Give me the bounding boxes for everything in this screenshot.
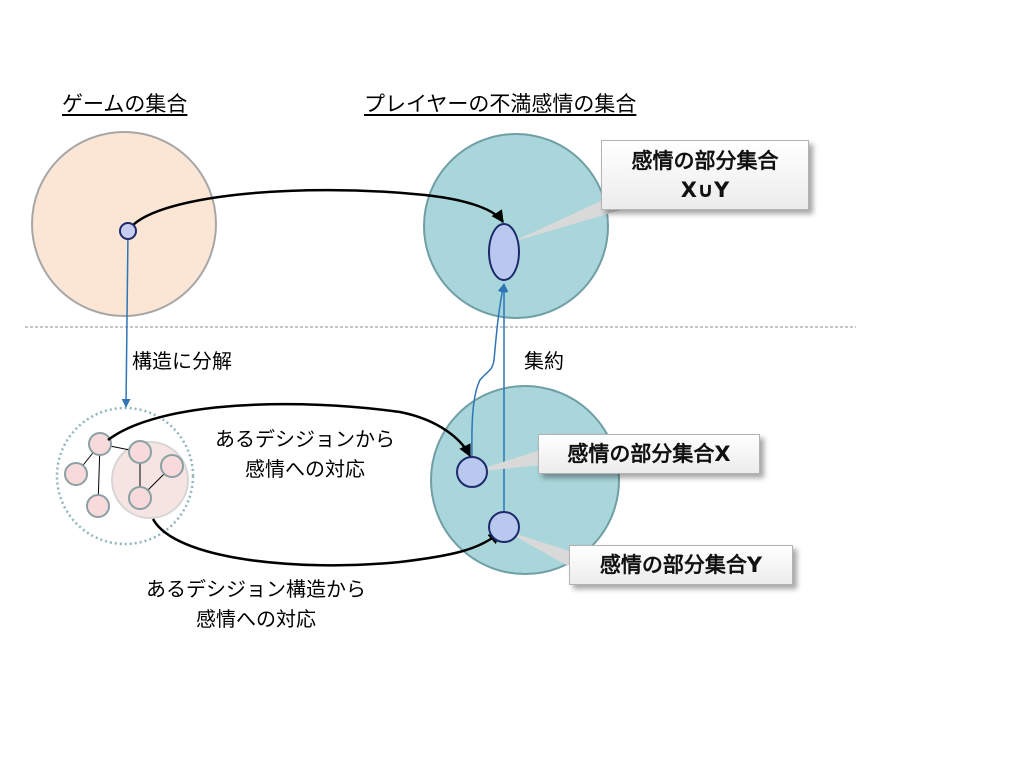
graph-node [128, 440, 152, 464]
emotion-set-circle [423, 133, 609, 319]
callout-pointer-y [504, 530, 572, 566]
aggregate-arrow-from-x [471, 283, 507, 473]
mapping-arrow-game-to-emotion [126, 188, 505, 232]
callout-union-line-2: X∪Y [680, 178, 730, 202]
callout-pointer-x [472, 450, 542, 472]
decision-mapping-line-1: あるデシジョンから [215, 427, 395, 451]
callout-union-subset: 感情の部分集合 X∪Y [601, 140, 809, 210]
structure-mapping-line-2: 感情への対応 [196, 607, 316, 631]
mapping-arrow-structure-to-y [151, 518, 501, 567]
callout-pointer-union [512, 196, 628, 242]
game-set-heading: ゲームの集合 [62, 92, 188, 116]
graph-node [86, 494, 110, 518]
subset-x-node [456, 456, 488, 488]
aggregate-label: 集約 [524, 349, 564, 373]
union-subset-ellipse [488, 223, 520, 281]
graph-node [88, 432, 112, 456]
callout-subset-x: 感情の部分集合X [538, 434, 760, 474]
graph-node [160, 454, 184, 478]
emotion-subsets-circle [430, 385, 620, 575]
decompose-arrow [121, 230, 131, 408]
structure-mapping-line-1: あるデシジョン構造から [146, 577, 366, 601]
mapping-arrow-decision-to-x [107, 402, 472, 458]
game-node [119, 222, 137, 240]
callout-subset-y: 感情の部分集合Y [569, 545, 793, 585]
structure-mapping-label: あるデシジョン構造から 感情への対応 [120, 574, 392, 634]
decision-mapping-label: あるデシジョンから 感情への対応 [200, 424, 410, 484]
subset-y-node [488, 511, 520, 543]
decompose-label: 構造に分解 [132, 349, 232, 373]
structure-graph-nodes [64, 432, 184, 518]
emotion-set-heading: プレイヤーの不満感情の集合 [364, 92, 637, 116]
callout-union-line-1: 感情の部分集合 [631, 149, 779, 173]
decision-mapping-line-2: 感情への対応 [245, 457, 365, 481]
graph-node [128, 486, 152, 510]
graph-node [64, 462, 88, 486]
